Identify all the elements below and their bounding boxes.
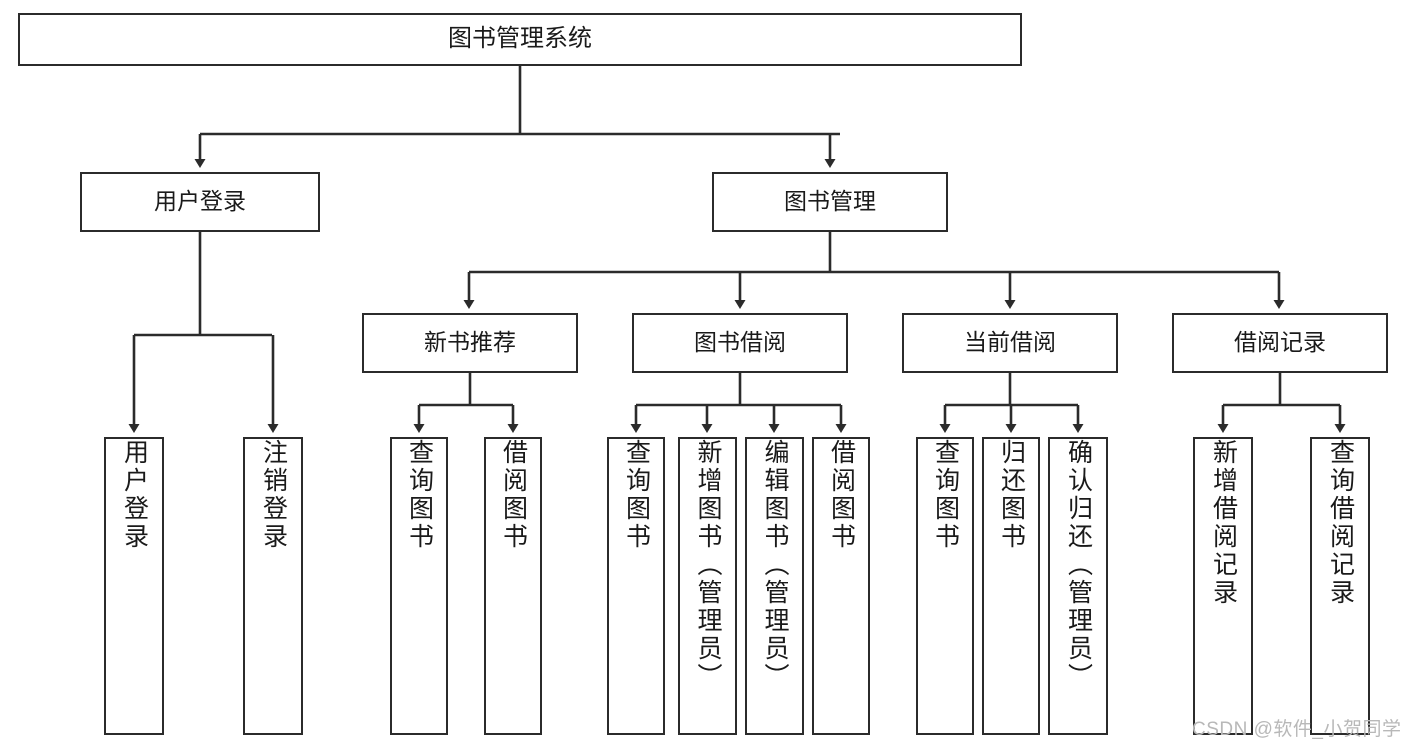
node-user-login[interactable]: 用户登录 (80, 172, 320, 232)
leaf-return-book-label: 归还图书 (997, 439, 1026, 551)
node-current-borrow-label: 当前借阅 (964, 329, 1056, 356)
node-root[interactable]: 图书管理系统 (18, 13, 1022, 66)
leaf-logout[interactable]: 注销登录 (243, 437, 303, 735)
leaf-return-book[interactable]: 归还图书 (982, 437, 1040, 735)
node-new-book-recommend[interactable]: 新书推荐 (362, 313, 578, 373)
leaf-query-book-current-label: 查询图书 (931, 439, 960, 551)
leaf-query-borrow-record[interactable]: 查询借阅记录 (1310, 437, 1370, 735)
leaf-borrow-book-newbook-label: 借阅图书 (499, 439, 528, 551)
leaf-add-book-admin-label: 新增图书（管理员） (694, 439, 722, 691)
leaf-logout-label: 注销登录 (259, 439, 288, 551)
node-root-label: 图书管理系统 (448, 25, 592, 53)
node-current-borrow[interactable]: 当前借阅 (902, 313, 1118, 373)
leaf-user-login-label: 用户登录 (120, 439, 149, 551)
leaf-confirm-return-admin-label: 确认归还（管理员） (1064, 439, 1093, 691)
node-borrow-record-label: 借阅记录 (1234, 329, 1326, 356)
leaf-add-book-admin[interactable]: 新增图书（管理员） (678, 437, 737, 735)
node-new-book-recommend-label: 新书推荐 (424, 329, 516, 356)
leaf-query-book-current[interactable]: 查询图书 (916, 437, 974, 735)
node-user-login-label: 用户登录 (154, 188, 246, 215)
node-book-management[interactable]: 图书管理 (712, 172, 948, 232)
leaf-query-book-newbook[interactable]: 查询图书 (390, 437, 448, 735)
leaf-edit-book-admin[interactable]: 编辑图书（管理员） (745, 437, 804, 735)
leaf-query-borrow-record-label: 查询借阅记录 (1326, 439, 1355, 607)
node-borrow-record[interactable]: 借阅记录 (1172, 313, 1388, 373)
leaf-user-login[interactable]: 用户登录 (104, 437, 164, 735)
leaf-confirm-return-admin[interactable]: 确认归还（管理员） (1048, 437, 1108, 735)
leaf-borrow-book-label: 借阅图书 (827, 439, 856, 551)
node-book-borrow-label: 图书借阅 (694, 329, 786, 356)
leaf-borrow-book[interactable]: 借阅图书 (812, 437, 870, 735)
leaf-add-borrow-record-label: 新增借阅记录 (1209, 439, 1238, 607)
leaf-edit-book-admin-label: 编辑图书（管理员） (761, 439, 789, 691)
watermark: CSDN @软件_小贺同学 (1192, 719, 1402, 740)
node-book-management-label: 图书管理 (784, 188, 876, 215)
leaf-add-borrow-record[interactable]: 新增借阅记录 (1193, 437, 1253, 735)
node-book-borrow[interactable]: 图书借阅 (632, 313, 848, 373)
leaf-query-book-borrow-label: 查询图书 (622, 439, 651, 551)
leaf-borrow-book-newbook[interactable]: 借阅图书 (484, 437, 542, 735)
leaf-query-book-newbook-label: 查询图书 (405, 439, 434, 551)
leaf-query-book-borrow[interactable]: 查询图书 (607, 437, 665, 735)
